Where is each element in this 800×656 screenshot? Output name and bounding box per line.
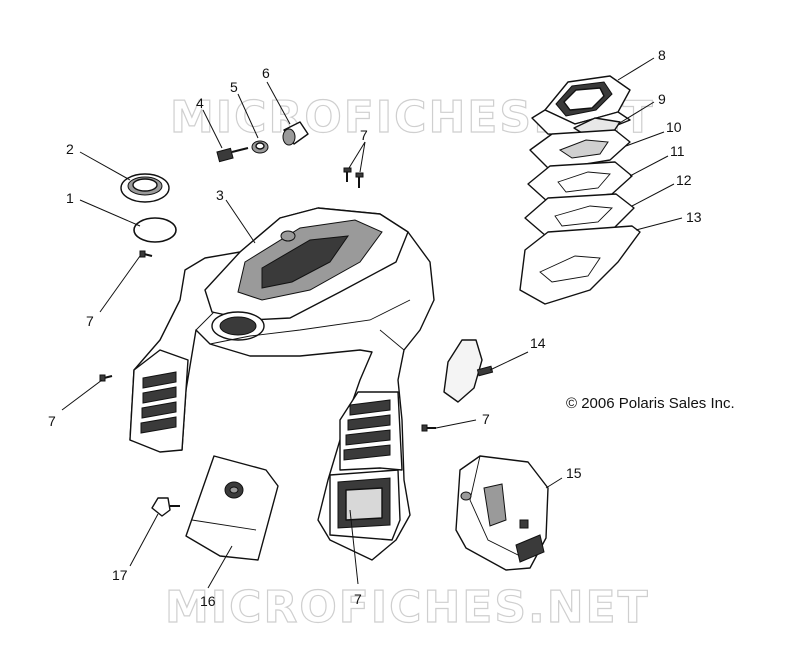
callout-12: 12 [676, 172, 692, 188]
callout-7: 7 [48, 413, 56, 429]
callout-1: 1 [66, 190, 74, 206]
callout-4: 4 [196, 95, 204, 111]
part-2-bezel-ring [120, 173, 170, 203]
callout-7: 7 [482, 411, 490, 427]
callout-7: 7 [360, 127, 368, 143]
part-4-key [216, 147, 249, 163]
right-air-vent [329, 391, 403, 541]
screw-icon [99, 374, 113, 382]
callout-13: 13 [686, 209, 702, 225]
callout-7: 7 [86, 313, 94, 329]
callout-11: 11 [670, 143, 685, 159]
callout-9: 9 [658, 91, 666, 107]
callout-14: 14 [530, 335, 546, 351]
callout-6: 6 [262, 65, 270, 81]
part-5-nut [251, 140, 269, 154]
screw-icon [355, 172, 364, 188]
callout-10: 10 [666, 119, 682, 135]
copyright-notice: © 2006 Polaris Sales Inc. [566, 395, 735, 412]
watermark-bottom: MICROFICHES.NET [165, 582, 650, 633]
callout-8: 8 [658, 47, 666, 63]
part-16-access-panel [185, 455, 279, 561]
callout-2: 2 [66, 141, 74, 157]
part-14-lens [443, 339, 494, 403]
callout-5: 5 [230, 79, 238, 95]
callout-16: 16 [200, 593, 216, 609]
screw-icon [139, 250, 153, 258]
left-air-vent [129, 349, 189, 453]
part-1-o-ring [133, 217, 177, 243]
screw-icon [421, 424, 436, 432]
part-17-knob [151, 497, 180, 517]
callout-7: 7 [354, 591, 362, 607]
part-15-side-pod [455, 455, 549, 571]
callout-3: 3 [216, 187, 224, 203]
part-3-console-hood [129, 207, 435, 561]
callout-15: 15 [566, 465, 582, 481]
leader-lines [61, 57, 683, 589]
callout-17: 17 [112, 567, 128, 583]
part-13-plate [519, 225, 641, 305]
part-6-ignition-switch [282, 121, 309, 146]
screw-icon [343, 167, 352, 182]
